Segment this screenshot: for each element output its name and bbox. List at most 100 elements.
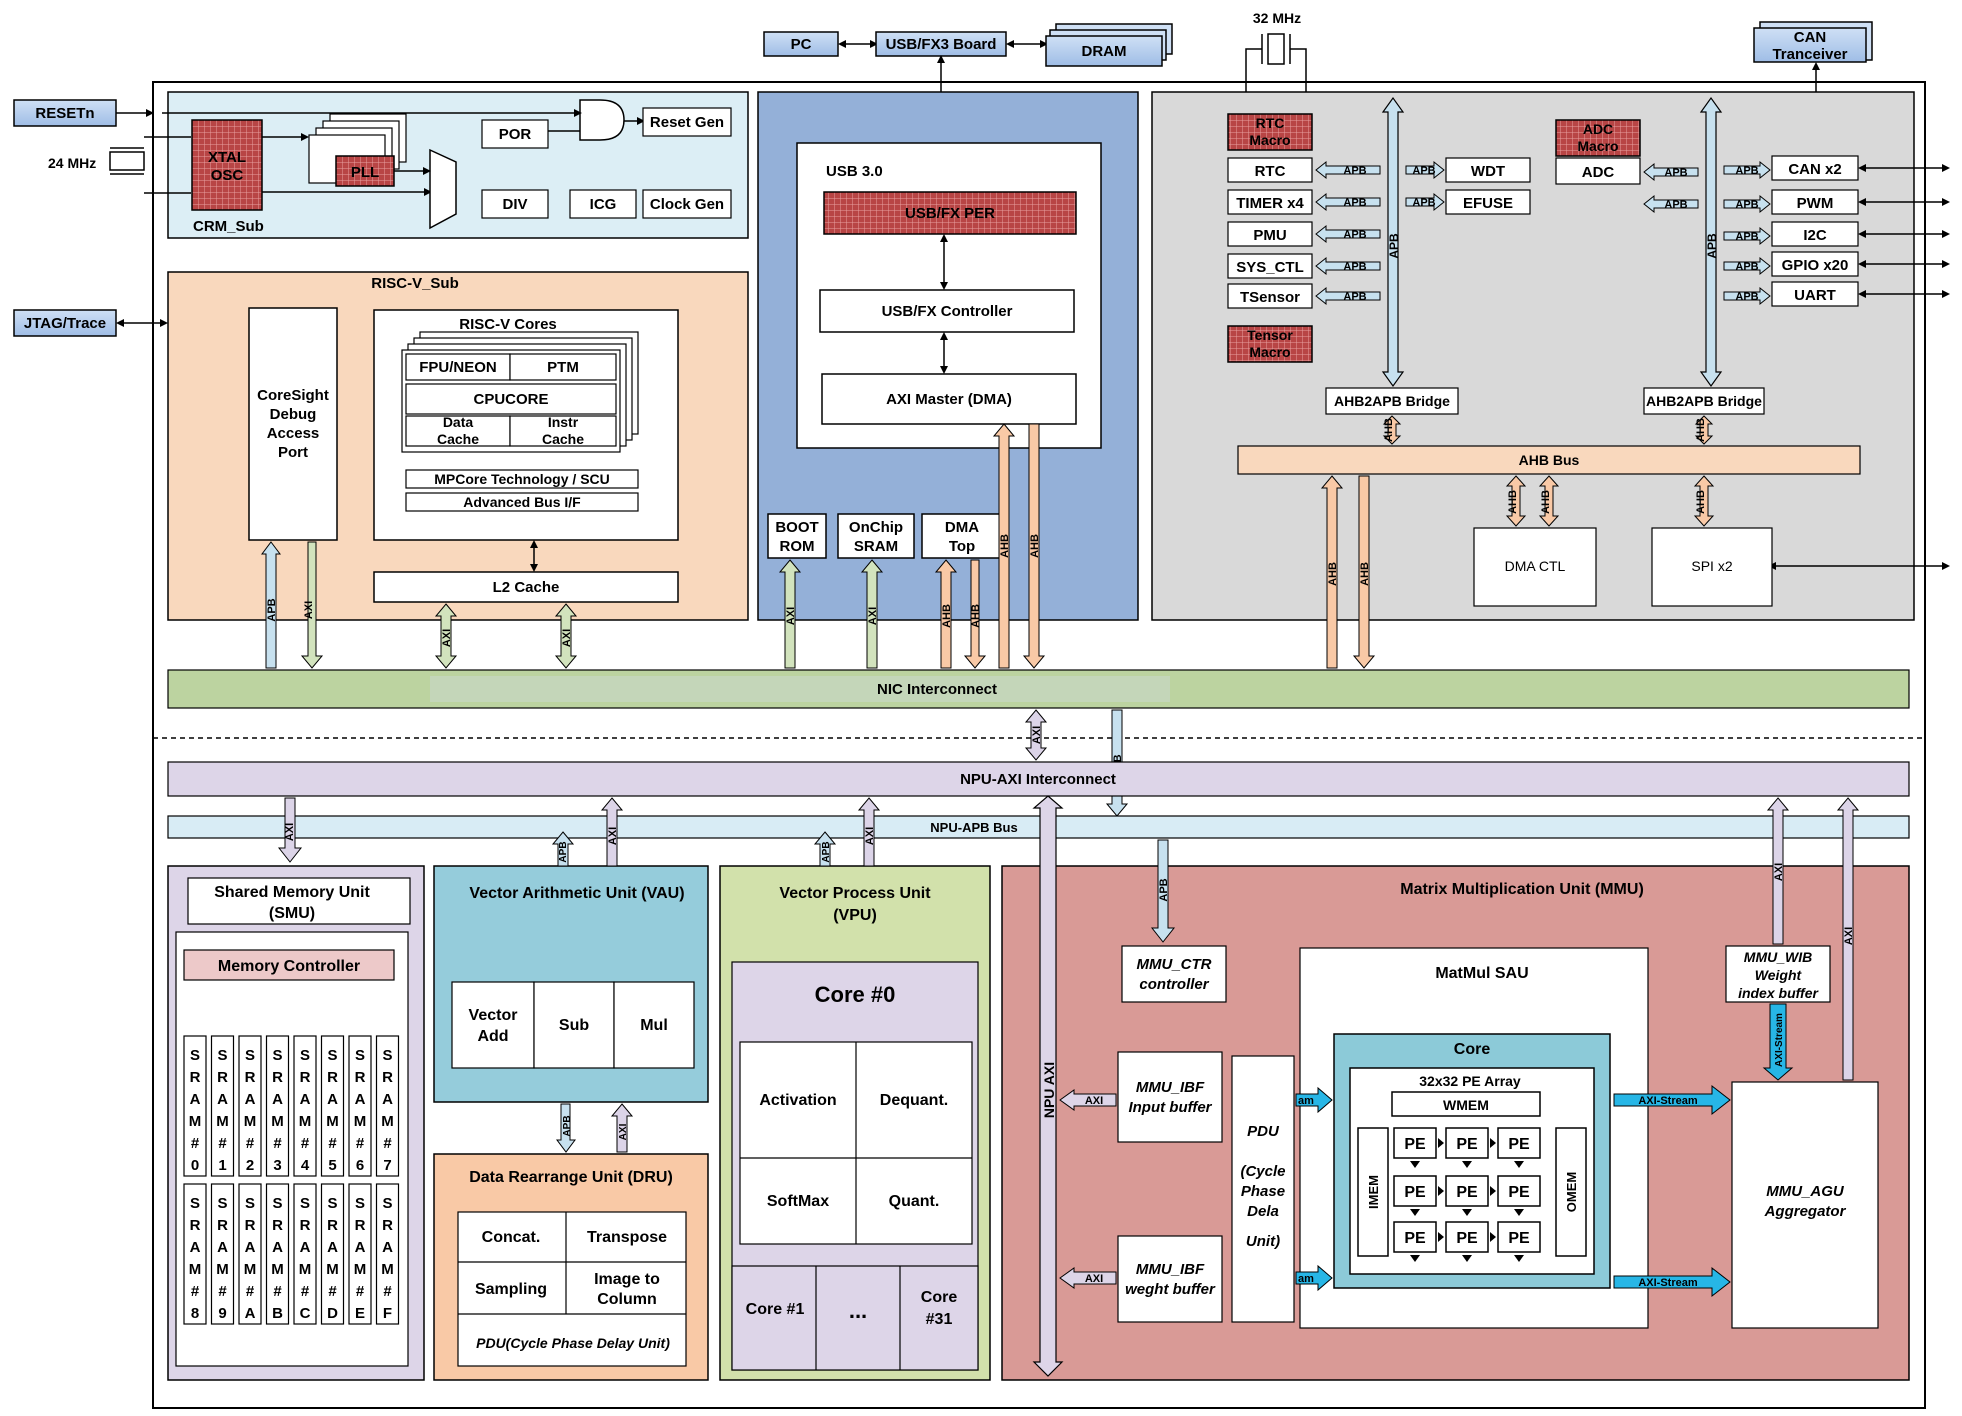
svg-text:APB: APB bbox=[1664, 167, 1687, 179]
svg-text:C: C bbox=[300, 1305, 311, 1322]
dru-pdu: PDU(Cycle Phase Delay Unit) bbox=[476, 1335, 670, 1351]
core-to-agu-streams: AXI-Stream AXI-Stream bbox=[1613, 1084, 1731, 1298]
svg-text:AXI-Stream: AXI-Stream bbox=[1638, 1095, 1698, 1107]
svg-text:A: A bbox=[190, 1239, 201, 1256]
svg-text:Unit): Unit) bbox=[1246, 1233, 1280, 1250]
svg-text:Top: Top bbox=[949, 538, 975, 555]
svg-text:M: M bbox=[189, 1113, 202, 1130]
svg-text:6: 6 bbox=[356, 1157, 364, 1174]
svg-text:AHB: AHB bbox=[999, 534, 1011, 558]
smu-title-box bbox=[187, 877, 411, 925]
onchip-sram-block: OnChip SRAM bbox=[837, 513, 915, 559]
sram-bank-3: SRAM#3 bbox=[265, 1035, 290, 1177]
svg-text:S: S bbox=[355, 1047, 365, 1064]
svg-text:1: 1 bbox=[218, 1157, 226, 1174]
svg-text:OSC: OSC bbox=[211, 167, 244, 184]
vpu-title-line1: Vector Process Unit bbox=[779, 885, 931, 902]
vpu-ellipsis: ... bbox=[849, 1298, 867, 1323]
efuse-block: EFUSE bbox=[1445, 189, 1531, 215]
svg-text:A: A bbox=[217, 1239, 228, 1256]
svg-text:PDU: PDU bbox=[1247, 1123, 1280, 1140]
svg-text:UART: UART bbox=[1794, 287, 1836, 304]
svg-text:PE: PE bbox=[1456, 1136, 1478, 1153]
svg-text:APB: APB bbox=[1343, 291, 1366, 303]
sram-bank-7: SRAM#7 bbox=[375, 1035, 400, 1177]
apb-vertical-bus-2: APB bbox=[1699, 96, 1723, 388]
l2-cache-block: L2 Cache bbox=[373, 571, 679, 603]
nic-interconnect: NIC Interconnect bbox=[167, 669, 1910, 709]
wmem-block: WMEM bbox=[1443, 1097, 1489, 1113]
svg-text:APB: APB bbox=[1705, 233, 1719, 259]
svg-text:USB/FX3 Board: USB/FX3 Board bbox=[886, 36, 997, 53]
svg-text:RESETn: RESETn bbox=[35, 105, 94, 122]
vpu-core31: Core bbox=[921, 1289, 958, 1306]
svg-text:APB: APB bbox=[1735, 165, 1758, 177]
svg-text:#: # bbox=[218, 1283, 227, 1300]
svg-text:Instr: Instr bbox=[548, 414, 579, 430]
svg-text:A: A bbox=[245, 1091, 256, 1108]
svg-text:AXI: AXI bbox=[1773, 863, 1785, 881]
dru-title: Data Rearrange Unit (DRU) bbox=[469, 1169, 673, 1186]
svg-text:S: S bbox=[300, 1047, 310, 1064]
mmu-wib-block: MMU_WIB Weight index buffer bbox=[1725, 945, 1831, 1003]
svg-text:Column: Column bbox=[597, 1291, 657, 1308]
svg-text:S: S bbox=[190, 1195, 200, 1212]
mmu-ctr-block: MMU_CTR controller bbox=[1121, 945, 1227, 1003]
svg-text:A: A bbox=[272, 1239, 283, 1256]
svg-text:Core: Core bbox=[1454, 1041, 1491, 1058]
vpu-dequant: Dequant. bbox=[880, 1092, 948, 1109]
svg-text:PLL: PLL bbox=[351, 164, 379, 181]
svg-text:AHB: AHB bbox=[1327, 562, 1339, 586]
svg-text:OnChip: OnChip bbox=[849, 519, 903, 536]
svg-text:MMU_WIB: MMU_WIB bbox=[1744, 949, 1812, 965]
sram-bank-1: SRAM#1 bbox=[210, 1035, 235, 1177]
sram-bank-0: SRAM#0 bbox=[183, 1035, 207, 1177]
imem-block: IMEM bbox=[1366, 1175, 1381, 1209]
svg-text:M: M bbox=[299, 1261, 312, 1278]
svg-text:2: 2 bbox=[246, 1157, 254, 1174]
mmu-ibf-weight-block: MMU_IBF weght buffer bbox=[1117, 1235, 1223, 1323]
sram-bank-5: SRAM#5 bbox=[320, 1035, 345, 1177]
svg-text:JTAG/Trace: JTAG/Trace bbox=[24, 315, 106, 332]
usb-fx3-board-box: USB/FX3 Board bbox=[875, 31, 1007, 57]
sram-bank-B: SRAM#B bbox=[265, 1183, 290, 1325]
svg-text:32 MHz: 32 MHz bbox=[1253, 10, 1301, 26]
svg-text:Add: Add bbox=[477, 1028, 508, 1045]
dma-ctl-block: DMA CTL bbox=[1473, 527, 1597, 607]
svg-text:AHB: AHB bbox=[941, 604, 953, 628]
crm-sub-label: CRM_Sub bbox=[193, 218, 264, 235]
svg-text:AHB Bus: AHB Bus bbox=[1519, 452, 1580, 468]
dru-sampling: Sampling bbox=[475, 1281, 547, 1298]
svg-text:Cache: Cache bbox=[437, 431, 479, 447]
boot-rom-block: BOOT ROM bbox=[767, 513, 827, 559]
npu-axi-vertical-bus: NPU AXI bbox=[1032, 795, 1064, 1377]
usb-fx-controller-block: USB/FX Controller bbox=[819, 289, 1075, 333]
svg-text:#: # bbox=[328, 1135, 337, 1152]
svg-text:A: A bbox=[190, 1091, 201, 1108]
svg-text:#: # bbox=[273, 1283, 282, 1300]
svg-text:Cache: Cache bbox=[542, 431, 584, 447]
svg-text:AXI: AXI bbox=[303, 601, 315, 619]
svg-text:S: S bbox=[300, 1195, 310, 1212]
clock-32mhz: 32 MHz bbox=[1245, 10, 1307, 112]
svg-text:A: A bbox=[245, 1305, 256, 1322]
external-io-arrows bbox=[1768, 164, 1950, 570]
svg-text:PC: PC bbox=[791, 36, 812, 53]
svg-text:S: S bbox=[190, 1047, 200, 1064]
vpu-activation: Activation bbox=[759, 1092, 836, 1109]
xtal-osc-block: XTAL OSC bbox=[191, 119, 263, 211]
svg-text:#: # bbox=[328, 1283, 337, 1300]
svg-text:NPU-AXI Interconnect: NPU-AXI Interconnect bbox=[960, 771, 1116, 788]
sram-bank-C: SRAM#C bbox=[293, 1183, 317, 1325]
svg-text:#: # bbox=[246, 1135, 255, 1152]
svg-text:AHB: AHB bbox=[1540, 490, 1552, 514]
svg-text:EFUSE: EFUSE bbox=[1463, 195, 1513, 212]
apb-vertical-bus-1: APB bbox=[1381, 96, 1405, 388]
svg-text:APB: APB bbox=[1735, 261, 1758, 273]
svg-text:ADC: ADC bbox=[1583, 121, 1613, 137]
svg-text:M: M bbox=[354, 1113, 367, 1130]
svg-text:APB: APB bbox=[1343, 197, 1366, 209]
vpu-core1: Core #1 bbox=[746, 1301, 805, 1318]
svg-text:A: A bbox=[382, 1239, 393, 1256]
